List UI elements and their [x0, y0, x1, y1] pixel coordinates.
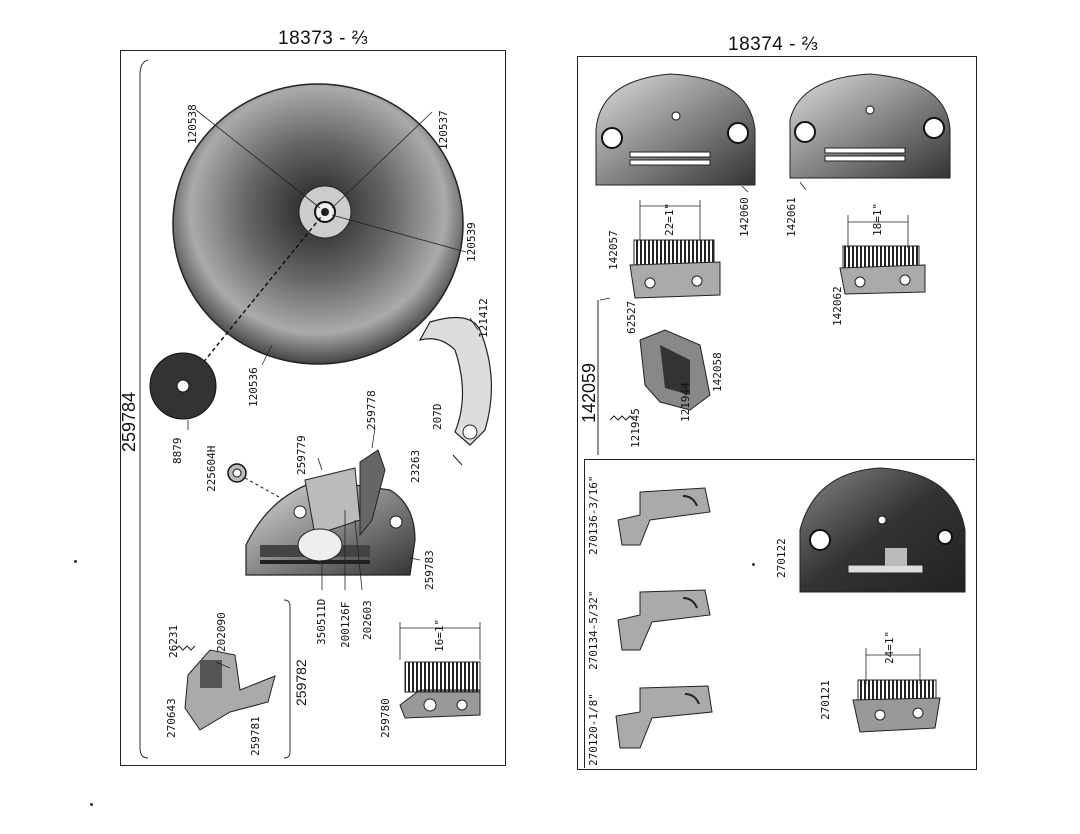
- axis-line: [184, 211, 326, 386]
- left-panel-frame: [120, 50, 506, 766]
- assembly-label-142059: 142059: [579, 362, 599, 423]
- plate-270122: [799, 467, 966, 593]
- dimension-16-to-1: 16=1": [433, 618, 446, 652]
- dimension-18-to-1: 18=1": [871, 202, 884, 236]
- part-270122: 270122: [775, 538, 788, 578]
- part-259781: 259781: [249, 716, 262, 756]
- part-350511D: 350511D: [315, 598, 328, 645]
- right-panel-divider: [584, 459, 975, 460]
- part-202603: 202603: [361, 600, 374, 640]
- subassembly-label-259782: 259782: [293, 659, 309, 706]
- part-142058: 142058: [711, 352, 724, 392]
- assembly-bracket: [139, 59, 149, 759]
- part-270136: 270136-3/16": [587, 475, 600, 555]
- part-121412: 121412: [477, 298, 490, 338]
- part-270121: 270121: [819, 680, 832, 720]
- assembly-label-259784: 259784: [119, 391, 139, 452]
- part-23263: 23263: [409, 449, 422, 483]
- speck: [74, 560, 77, 563]
- part-26231: 26231: [167, 624, 180, 658]
- attachment-270120: [615, 685, 713, 749]
- right-panel-heading: 18374 - ⅔: [728, 34, 819, 55]
- left-panel-heading: 18373 - ⅔: [278, 28, 369, 49]
- feed-dog-142062: [842, 245, 920, 271]
- part-270120: 270120-1/8": [587, 693, 600, 766]
- right-panel-inner-left-border: [584, 459, 585, 768]
- arm-121412: [418, 316, 493, 446]
- dimension-22-to-1: 22=1": [663, 202, 676, 236]
- part-142062: 142062: [831, 286, 844, 326]
- part-8879: 8879: [171, 437, 184, 465]
- attachment-270134: [617, 589, 711, 651]
- part-121944: 121944: [679, 382, 692, 422]
- part-270134: 270134-5/32": [587, 590, 600, 670]
- part-120537: 120537: [437, 110, 450, 150]
- part-121945: 121945: [629, 408, 642, 448]
- part-225604H: 225604H: [205, 445, 218, 492]
- part-259780: 259780: [379, 698, 392, 738]
- feed-dog-259780: [399, 689, 481, 719]
- part-207D: 207D: [431, 403, 444, 431]
- part-259783: 259783: [423, 550, 436, 590]
- part-62527: 62527: [625, 300, 638, 334]
- spring-259778: [359, 449, 386, 537]
- part-120539: 120539: [465, 222, 478, 262]
- dimension-24-to-1: 24=1": [883, 630, 896, 664]
- part-120538: 120538: [186, 104, 199, 144]
- part-259778: 259778: [365, 390, 378, 430]
- feed-dog-142057: [633, 239, 715, 267]
- part-270643: 270643: [165, 698, 178, 738]
- part-120536: 120536: [247, 367, 260, 407]
- part-259779: 259779: [295, 435, 308, 475]
- part-142060: 142060: [738, 197, 751, 237]
- part-142061: 142061: [785, 197, 798, 237]
- subassembly-bracket: [283, 599, 291, 759]
- part-142057: 142057: [607, 230, 620, 270]
- speck: [90, 803, 93, 806]
- part-202090: 202090: [215, 612, 228, 652]
- speck: [752, 563, 755, 566]
- right-panel-frame: [577, 56, 977, 770]
- part-200126F: 200126F: [339, 601, 352, 648]
- attachment-270136: [617, 487, 711, 546]
